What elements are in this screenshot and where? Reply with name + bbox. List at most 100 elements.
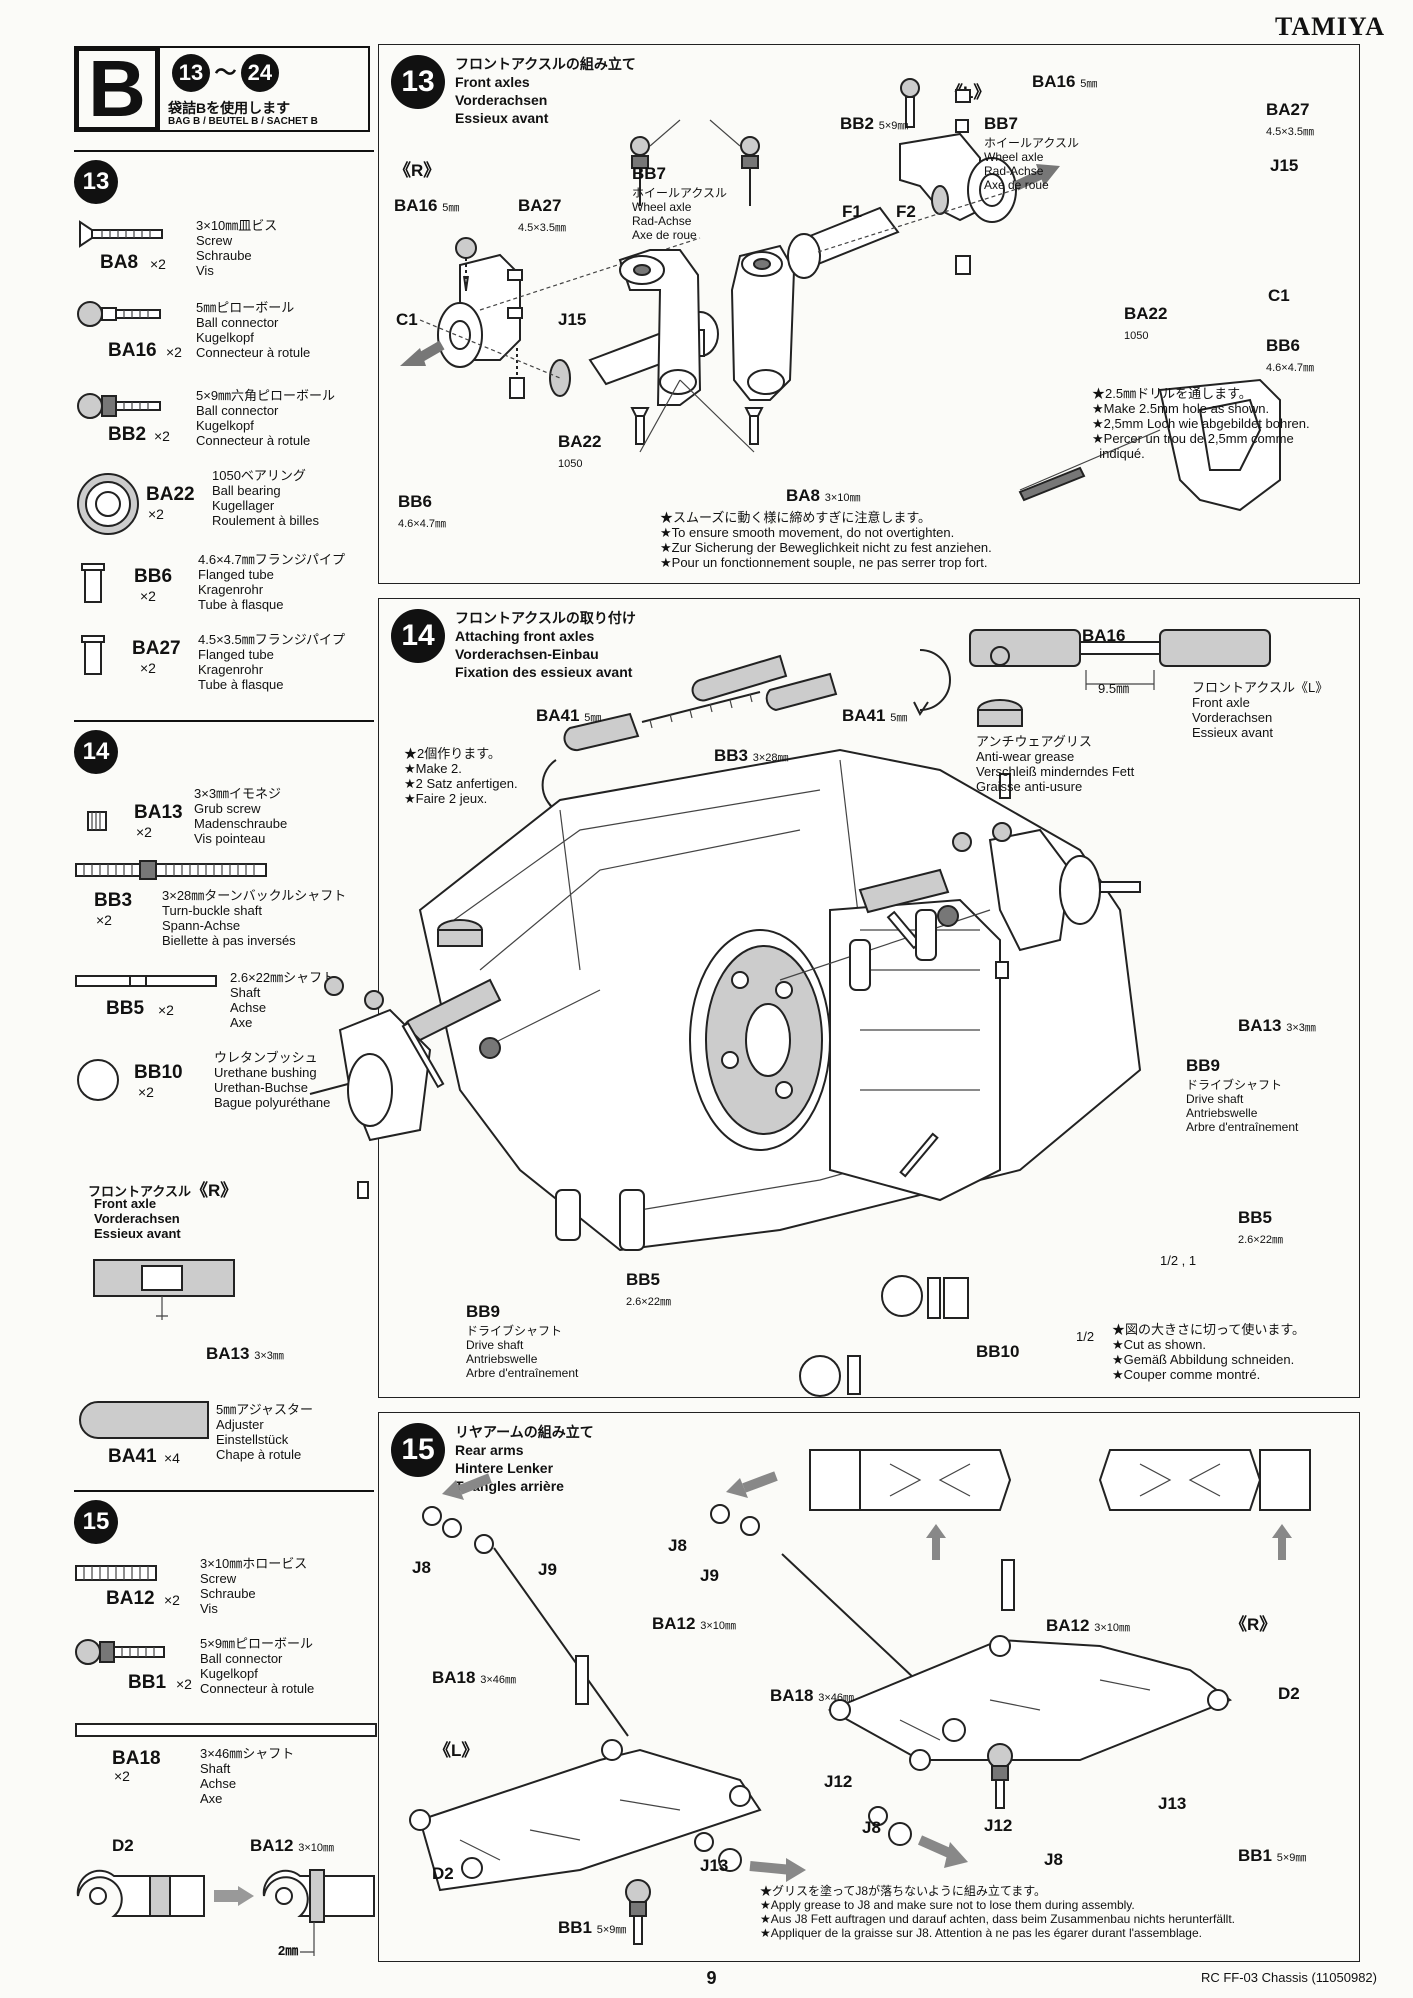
s15-right-tag: 《R》 bbox=[1230, 1615, 1277, 1634]
s13-c1-l: C1 bbox=[1268, 286, 1290, 305]
model-code: RC FF-03 Chassis (11050982) bbox=[1200, 1970, 1377, 1985]
s15-j8-l2: J8 bbox=[862, 1818, 881, 1837]
s13-bb2: BB2 5×9㎜ bbox=[840, 114, 909, 133]
part-bb5-code: BB5 bbox=[106, 998, 145, 1019]
part-ba41-code: BA41 bbox=[108, 1446, 157, 1467]
s14-bb10: BB10 bbox=[976, 1342, 1020, 1361]
s14-ba41-a: BA41 5㎜ bbox=[536, 706, 602, 725]
part-ba18-desc: 3×46㎜シャフト Shaft Achse Axe bbox=[200, 1746, 295, 1806]
s15-j8-r2: J8 bbox=[1044, 1850, 1063, 1869]
s13-torque-note: ★スムーズに動く様に締めすぎに注意します。 ★To ensure smooth … bbox=[660, 510, 992, 570]
s13-j15-l: J15 bbox=[1270, 156, 1299, 175]
adjuster-icon bbox=[79, 1401, 209, 1439]
s13-c1-r: C1 bbox=[396, 310, 418, 329]
bag-letter: B bbox=[74, 46, 160, 132]
part-ba8-qty: ×2 bbox=[150, 256, 166, 272]
part-ba8-code: BA8 bbox=[100, 252, 139, 273]
s15-j13-r: J13 bbox=[1158, 1794, 1187, 1813]
step-13-panel: 13 フロントアクスルの組み立て Front axles Vorderachse… bbox=[378, 44, 1360, 584]
part-bb10-code: BB10 bbox=[134, 1062, 183, 1083]
grub-screw-icon bbox=[87, 811, 107, 831]
step-14-diagram bbox=[309, 629, 1271, 1397]
part-ba18-qty: ×2 bbox=[114, 1768, 130, 1784]
step-13-header: 13 フロントアクスルの組み立て Front axles Vorderachse… bbox=[391, 55, 636, 127]
bag-jp: 袋詰Bを使用します bbox=[168, 100, 291, 116]
step-14-title: フロントアクスルの取り付け Attaching front axles Vord… bbox=[455, 610, 636, 680]
detail-d2-label: D2 bbox=[112, 1836, 134, 1855]
detail-gap-label: 2㎜ bbox=[278, 1943, 299, 1958]
hex-ball-connector-icon bbox=[77, 393, 161, 419]
part-ba12-code: BA12 bbox=[106, 1588, 155, 1609]
sidebar-step-15-num: 15 bbox=[74, 1500, 118, 1544]
ball-bearing-icon bbox=[77, 473, 139, 535]
sidebar-step-14: 14 bbox=[74, 720, 374, 774]
s15-d2-r: D2 bbox=[1278, 1684, 1300, 1703]
s13-ba8: BA8 3×10㎜ bbox=[786, 486, 861, 505]
urethane-bushing-icon bbox=[77, 1059, 119, 1101]
part-bb10-desc: ウレタンブッシュ Urethane bushing Urethan-Buchse… bbox=[214, 1050, 331, 1110]
step-range: 13 〜 24 bbox=[172, 54, 279, 92]
flanged-tube-icon bbox=[81, 635, 105, 675]
s13-bb7-desc-r: ホイールアクスル Wheel axle Rad-Achse Axe de rou… bbox=[632, 186, 728, 242]
shaft-icon bbox=[75, 975, 217, 987]
hollow-screw-icon bbox=[75, 1565, 157, 1581]
part-ba16-qty: ×2 bbox=[166, 344, 182, 360]
ball-connector-icon bbox=[77, 301, 161, 327]
step-range-sep: 〜 bbox=[214, 60, 237, 85]
s13-bb7-desc-l: ホイールアクスル Wheel axle Rad-Achse Axe de rou… bbox=[984, 136, 1080, 192]
s14-grease-label: アンチウェアグリス Anti-wear grease Verschleiß mi… bbox=[976, 734, 1135, 794]
s13-f1: F1 bbox=[842, 202, 862, 221]
part-ba16-desc: 5㎜ピローボール Ball connector Kugelkopf Connec… bbox=[196, 300, 311, 360]
s14-half: 1/2 bbox=[1076, 1329, 1095, 1344]
turnbuckle-shaft-icon bbox=[75, 860, 267, 880]
s15-bb1-l: BB1 5×9㎜ bbox=[558, 1918, 627, 1937]
s15-grease-note: ★グリスを塗ってJ8が落ちないように組み立てます。 ★Apply grease … bbox=[760, 1884, 1236, 1940]
s15-bb1-r: BB1 5×9㎜ bbox=[1238, 1846, 1307, 1865]
s13-ba16-l: BA16 5㎜ bbox=[1032, 72, 1098, 91]
s14-ba13-r: BA13 3×3㎜ bbox=[206, 1344, 284, 1363]
s13-ba16-r: BA16 5㎜ bbox=[394, 196, 460, 215]
shaft-icon bbox=[75, 1723, 377, 1737]
part-ba13-code: BA13 bbox=[134, 802, 183, 823]
step-15-number: 15 bbox=[391, 1423, 445, 1477]
s13-j15-r: J15 bbox=[558, 310, 587, 329]
part-bb5-desc: 2.6×22㎜シャフト Shaft Achse Axe bbox=[230, 970, 336, 1030]
s15-j12-l: J12 bbox=[824, 1772, 853, 1791]
part-bb6-desc: 4.6×4.7㎜フランジパイプ Flanged tube Kragenrohr … bbox=[198, 552, 345, 612]
s13-f2: F2 bbox=[896, 202, 916, 221]
s15-ba18-r: BA18 3×46㎜ bbox=[770, 1686, 854, 1705]
detail-ba12-label: BA12 3×10㎜ bbox=[250, 1836, 334, 1855]
sidebar-step-14-num: 14 bbox=[74, 730, 118, 774]
s14-bb9-r: BB9 bbox=[466, 1302, 501, 1321]
step-14-header: 14 フロントアクスルの取り付け Attaching front axles V… bbox=[391, 609, 636, 681]
step-13-right-tag: 《R》 bbox=[394, 161, 441, 180]
step-range-from: 13 bbox=[172, 54, 210, 92]
step-range-to: 24 bbox=[240, 54, 279, 92]
s14-ba41-b: BA41 5㎜ bbox=[842, 706, 908, 725]
s14-half-1: 1/2 , 1 bbox=[1160, 1253, 1197, 1268]
step-15-panel: 15 リヤアームの組み立て Rear arms Hintere Lenker T… bbox=[378, 1412, 1360, 1962]
sidebar-step-13-num: 13 bbox=[74, 160, 118, 204]
s13-drill-note: ★2.5㎜ドリルを通します。 ★Make 2.5mm hole as shown… bbox=[1092, 386, 1310, 461]
part-ba22-qty: ×2 bbox=[148, 506, 164, 522]
s15-j8-r: J8 bbox=[668, 1536, 687, 1555]
part-ba12-qty: ×2 bbox=[164, 1592, 180, 1608]
sidebar-step-13: 13 bbox=[74, 150, 374, 204]
part-bb2-desc: 5×9㎜六角ピローボール Ball connector Kugelkopf Co… bbox=[196, 388, 336, 448]
part-ba22-desc: 1050ベアリング Ball bearing Kugellager Roulem… bbox=[212, 468, 319, 528]
s15-d2-l: D2 bbox=[432, 1864, 454, 1883]
screw-icon bbox=[79, 220, 163, 248]
brand-logo: TAMIYA bbox=[1274, 12, 1385, 41]
s13-bb7-l: BB7 bbox=[984, 114, 1019, 133]
part-ba13-desc: 3×3㎜イモネジ Grub screw Madenschraube Vis po… bbox=[194, 786, 288, 846]
s14-ba13-l: BA13 3×3㎜ bbox=[1238, 1016, 1316, 1035]
part-ba18-code: BA18 bbox=[112, 1748, 161, 1769]
bag-multi: BAG B / BEUTEL B / SACHET B bbox=[168, 116, 318, 127]
page-number: 9 bbox=[706, 1968, 717, 1988]
